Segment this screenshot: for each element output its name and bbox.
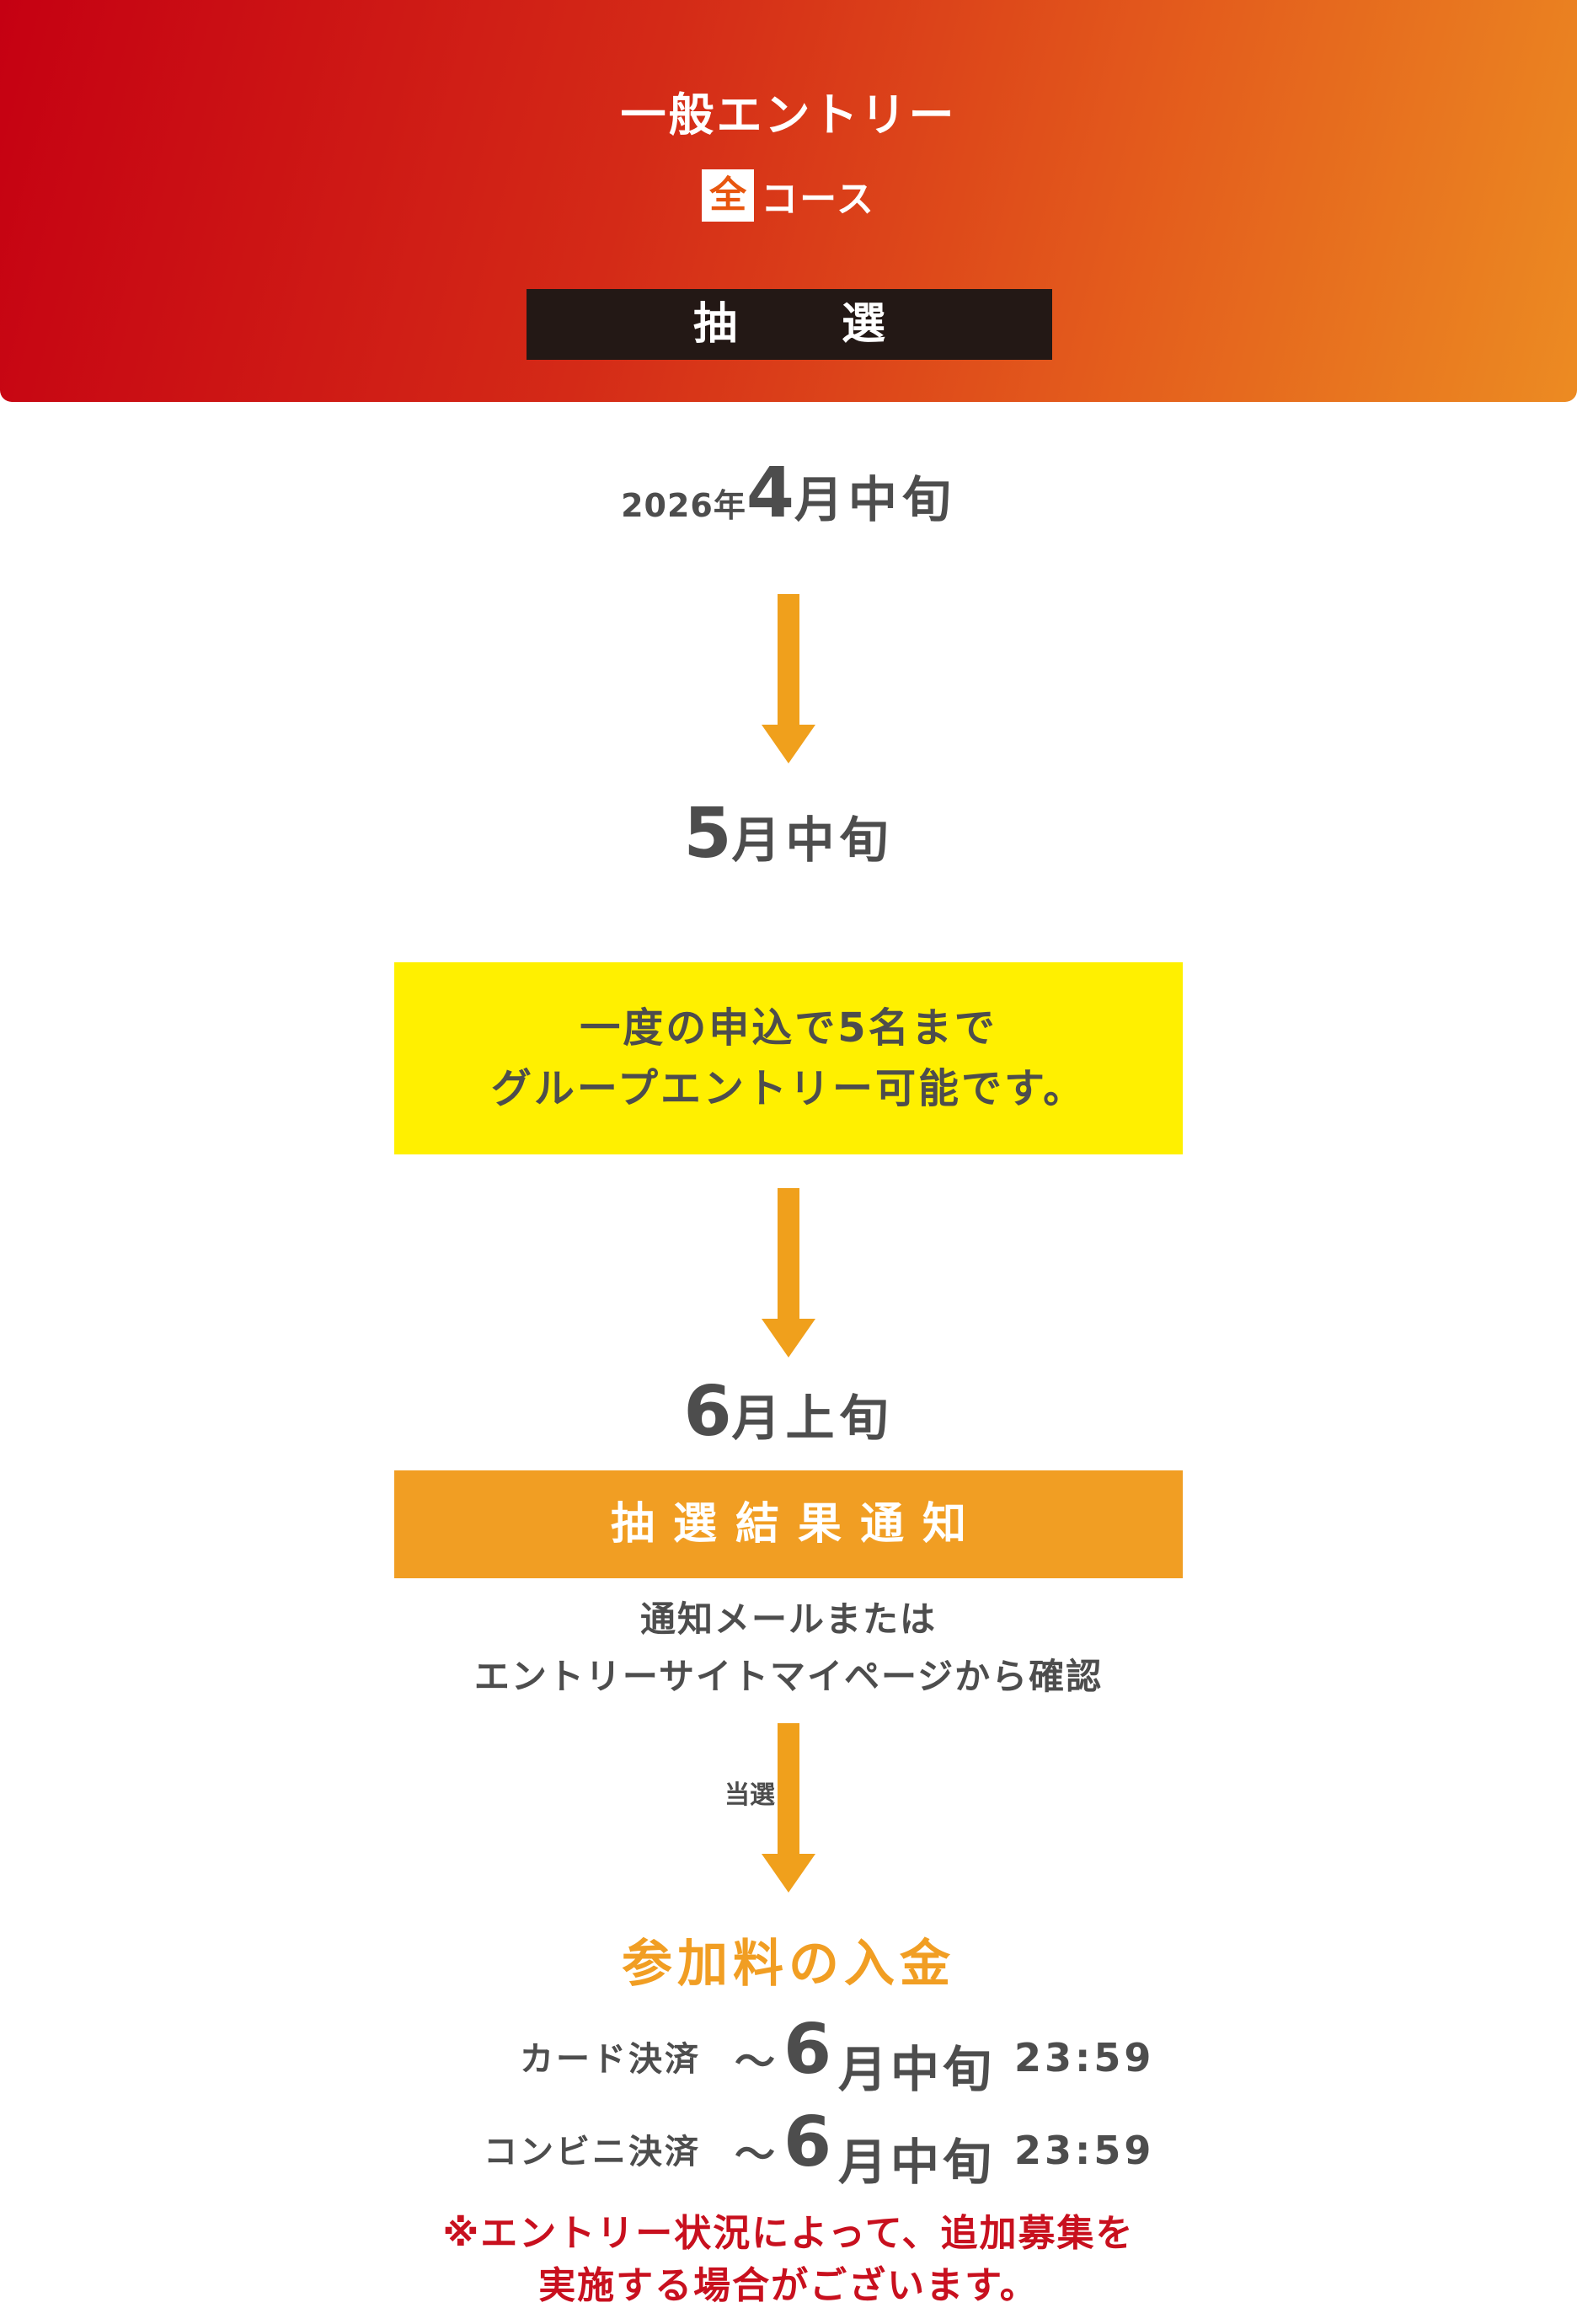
month-suffix: 月上旬 [731,1390,894,1447]
header-title: 一般エントリー [620,88,957,142]
year-text: 2026年 [621,487,746,524]
deadline-month: 6 [783,2010,832,2090]
lottery-result-bar: 抽選結果通知 [394,1470,1183,1578]
group-notice-line-2: グループエントリー可能です。 [490,1065,1087,1112]
month-number: 6 [683,1372,732,1452]
group-notice-line-1: 一度の申込で5名まで [580,1004,997,1052]
payment-title: 参加料の入金 [622,1935,955,1994]
note-line-2: 実施する場合がございます。 [538,2264,1039,2307]
month-number: 4 [746,453,794,533]
tilde: ～ [735,2038,776,2086]
payment-row-card: カード決済 ～ 6 月中旬 23:59 [0,2010,1577,2102]
date-step-2: 5月中旬 [0,794,1577,874]
payment-label: カード決済 [520,2040,701,2079]
payment-label: コンビニ決済 [484,2133,701,2171]
deadline-suffix: 月中旬 [838,2041,996,2098]
tilde: ～ [735,2131,776,2178]
arrow-down-icon [762,1188,815,1357]
month-suffix: 月中旬 [731,811,894,869]
month-suffix: 月中旬 [794,471,956,528]
additional-recruitment-note: ※エントリー状況によって、追加募集を 実施する場合がございます。 [0,2208,1577,2312]
all-course-badge: 全 [702,169,755,222]
result-info-line-1: 通知メールまたは [639,1598,937,1640]
course-line: 全コース [0,169,1577,222]
deadline-suffix: 月中旬 [838,2134,996,2191]
date-step-3: 6月上旬 [0,1372,1577,1452]
group-entry-notice: 一度の申込で5名まで グループエントリー可能です。 [394,962,1183,1154]
result-info-line-2: エントリーサイトマイページから確認 [473,1656,1104,1697]
month-number: 5 [683,794,732,874]
deadline-month: 6 [783,2102,832,2182]
note-line-1: ※エントリー状況によって、追加募集を [442,2212,1135,2255]
date-step-1: 2026年4月中旬 [0,453,1577,533]
deadline-time: 23:59 [1014,2035,1155,2080]
arrow-down-icon [762,1723,815,1893]
lottery-method-bar: 抽 選 [527,289,1052,360]
header-banner: 一般エントリー 全コース 抽 選 [0,0,1577,402]
arrow-down-icon [762,594,815,763]
deadline-time: 23:59 [1014,2128,1155,2173]
payment-row-convenience: コンビニ決済 ～ 6 月中旬 23:59 [0,2102,1577,2195]
won-label: 当選 [724,1780,775,1810]
course-label: コース [761,178,875,221]
result-info: 通知メールまたは エントリーサイトマイページから確認 [0,1591,1577,1706]
